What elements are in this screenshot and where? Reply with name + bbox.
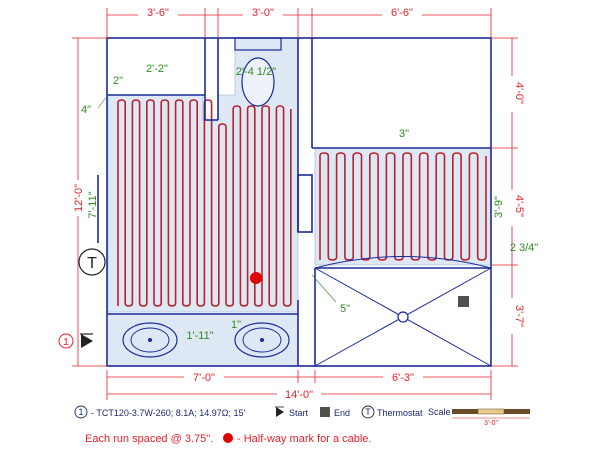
sink-right — [234, 322, 290, 358]
dim-bottom-right: 6'-3" — [392, 372, 414, 384]
notes: Each run spaced @ 3.75". - Half-way mark… — [85, 433, 371, 445]
annotations: 2" 2'-2" 2'-4 1/2" 4" 3" 7'-11" 3'-9" 2 … — [81, 63, 538, 342]
dim-bottom-total: 14'-0" — [285, 389, 313, 401]
sink-left-inner — [130, 327, 170, 353]
legend-cable-num: 1 — [78, 407, 83, 417]
legend-start-icon — [276, 407, 284, 417]
dim-right-2: 4'-5" — [513, 195, 525, 217]
markers: 1 T — [58, 248, 469, 349]
dim-right-3: 3'-7" — [513, 305, 525, 327]
heated-areas — [107, 37, 492, 366]
thermostat-symbol: T — [87, 255, 97, 272]
scale-bar-dark-2 — [504, 409, 530, 414]
legend-thermostat: Thermostat — [377, 408, 423, 418]
pipe-chase — [297, 174, 313, 233]
cable-start-icon — [81, 334, 93, 348]
halfway-legend-dot — [223, 433, 233, 443]
anno-wall-segment: 7'-11" — [87, 191, 99, 218]
cable-number-circle — [58, 333, 74, 349]
toilet-bowl — [241, 57, 275, 107]
anno-right-height: 3'-9" — [493, 196, 505, 218]
legend-cable-circle — [74, 405, 88, 419]
legend-scale: Scale — [428, 407, 451, 417]
toilet-tank — [234, 37, 282, 51]
heating-cable — [117, 99, 487, 307]
anno-left-gap: 2" — [113, 75, 123, 87]
anno-top-offset: 2'-2" — [146, 63, 168, 75]
shower-drain — [397, 311, 409, 323]
dim-top-center: 3'-0" — [252, 7, 274, 19]
legend: 1 - TCT120-3.7W-260; 8.1A; 14.97Ω; 15' S… — [74, 405, 530, 427]
dim-right-1: 4'-0" — [513, 82, 525, 104]
fixtures — [122, 37, 492, 367]
scale-bar-light — [477, 408, 505, 415]
cable-number: 1 — [63, 337, 69, 348]
legend-scale-value: 3'-0" — [484, 420, 498, 427]
sink-left-drain — [148, 338, 152, 342]
dim-left-total: 12'-0" — [73, 184, 85, 212]
dim-top-left: 3'-6" — [147, 7, 169, 19]
dim-bottom-left: 7'-0" — [193, 372, 215, 384]
scale-bar-dark-1 — [452, 409, 478, 414]
anno-left-margin: 4" — [81, 104, 91, 116]
cable-end-icon — [458, 296, 469, 307]
anno-toilet: 2'-4 1/2" — [236, 66, 276, 78]
legend-end: End — [334, 408, 350, 418]
legend-end-icon — [320, 407, 330, 417]
thermostat-circle — [78, 248, 106, 276]
legend-start: Start — [289, 408, 309, 418]
note-halfway: - Half-way mark for a cable. — [237, 433, 371, 445]
cable-run-right — [319, 152, 487, 261]
cable-run-left — [117, 99, 292, 307]
legend-cable-spec: - TCT120-3.7W-260; 8.1A; 14.97Ω; 15' — [91, 408, 245, 418]
anno-right-gap: 2 3/4" — [510, 242, 538, 254]
legend-thermostat-sym: T — [365, 407, 371, 417]
shower-arc — [314, 256, 492, 269]
sink-right-inner — [242, 327, 282, 353]
anno-run-spacing: 3" — [399, 128, 409, 140]
anno-vanity-gap: 1" — [231, 319, 241, 331]
sink-right-drain — [260, 338, 264, 342]
anno-center-offset: 5" — [340, 303, 350, 315]
note-spacing: Each run spaced @ 3.75". — [85, 433, 213, 445]
legend-thermostat-circle — [361, 405, 375, 419]
halfway-mark — [250, 272, 262, 284]
dim-top-right: 6'-6" — [391, 7, 413, 19]
anno-vanity-offset: 1'-11" — [186, 330, 213, 342]
sink-left — [122, 322, 178, 358]
walls — [97, 37, 492, 367]
dimension-labels: 3'-6" 3'-0" 6'-6" 12'-0" 4'-0" 4'-5" 3'-… — [70, 5, 525, 401]
